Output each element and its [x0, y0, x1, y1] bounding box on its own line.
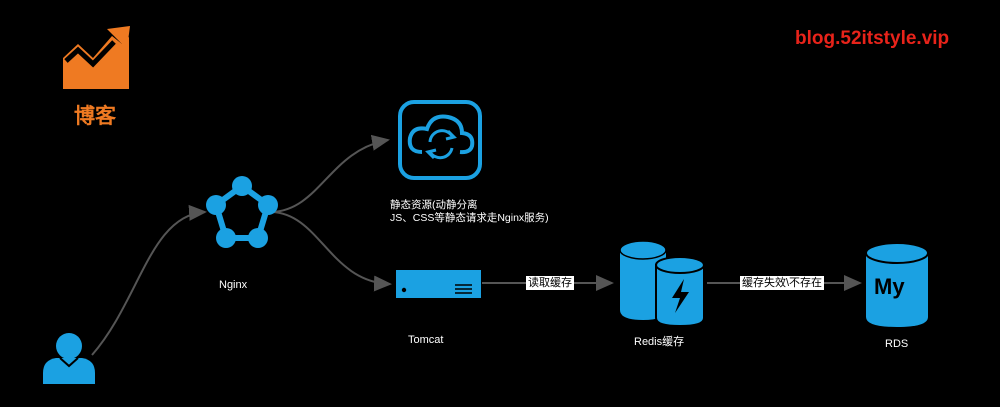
- database-lightning-icon: [619, 240, 705, 328]
- static-resource-line1: 静态资源(动静分离: [390, 199, 478, 211]
- static-resource-line2: JS、CSS等静态请求走Nginx服务): [390, 212, 549, 224]
- nginx-label: Nginx: [219, 279, 248, 291]
- mysql-database-icon: [865, 242, 929, 327]
- mysql-badge: My: [874, 274, 905, 299]
- blog-logo-label: 博客: [74, 104, 116, 128]
- rds-label: RDS: [885, 338, 909, 350]
- watermark: blog.52itstyle.vip: [795, 28, 950, 49]
- edge-nginx-tomcat: [271, 211, 392, 292]
- tomcat-label: Tomcat: [408, 334, 444, 346]
- user-icon: [43, 333, 95, 384]
- cloud-sync-icon: [398, 100, 482, 180]
- trending-chart-icon: [63, 26, 130, 89]
- edge-nginx-static: [271, 134, 390, 213]
- edge-label-read-cache: 读取缓存: [526, 276, 574, 290]
- static-resource-text: 静态资源(动静分离 JS、CSS等静态请求走Nginx服务): [390, 199, 549, 225]
- redis-label: Redis缓存: [634, 336, 685, 348]
- server-icon: [396, 270, 481, 298]
- edge-user-nginx: [91, 204, 207, 356]
- nginx-network-icon: [206, 176, 278, 248]
- edge-label-cache-miss: 缓存失效\不存在: [740, 276, 825, 290]
